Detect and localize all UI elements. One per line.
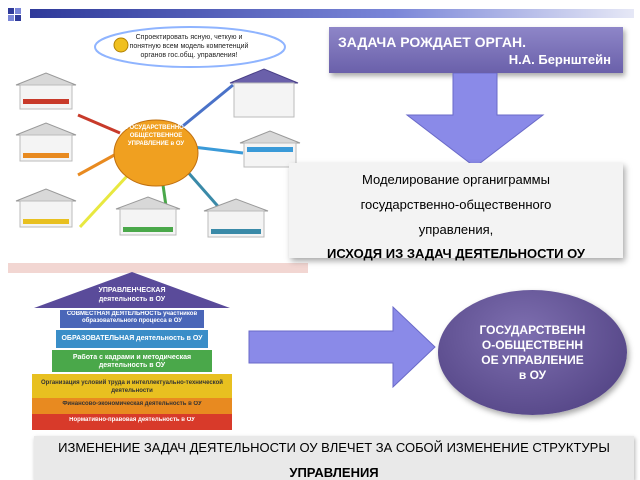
pyramid-level-3 [56,330,208,348]
pyramid-label-2: СОВМЕСТНАЯ ДЕЯТЕЛЬНОСТЬ участников образ… [66,311,198,324]
mindmap-center-label: ГОСУДАРСТВЕННО-ОБЩЕСТВЕННОЕ УПРАВЛЕНИЕ в… [126,125,186,147]
building-node-bottom-center [115,196,181,236]
building-node-top-left [15,72,77,110]
building-node-bottom-right [203,198,269,238]
pyramid-label-5: Организация условий труда и интеллектуал… [41,380,223,394]
pyramid-level-7 [32,414,232,430]
pyramid-label-6: Финансово-экономическая деятельность в О… [62,401,202,407]
modeling-line-3: управления, [418,222,494,237]
corner-square-3 [8,15,14,21]
lightbulb-icon [113,37,129,53]
quote-box: ЗАДАЧА РОЖДАЕТ ОРГАН. Н.А. Бернштейн [329,27,623,73]
pyramid-level-5 [32,374,232,398]
mindmap-red-strip [8,263,308,273]
pyramid-level-4 [52,350,212,372]
pyramid-level-2 [60,310,204,328]
quote-line-1: ЗАДАЧА РОЖДАЕТ ОРГАН. [338,34,527,50]
mindmap-diagram [8,26,308,273]
arrow-to-right [192,145,244,155]
arrow-to-bottom-left [78,173,130,229]
activity-pyramid [32,272,232,430]
pyramid-label-7: Нормативно-правовая деятельность в ОУ [69,417,195,423]
pyramid-label-4: Работа с кадрами и методическая деятельн… [72,354,192,369]
pyramid-level-6 [32,398,232,414]
arrow-to-top-right [177,83,234,132]
note-cloud [94,26,286,68]
right-arrow [248,305,436,389]
conclusion-line-1: ИЗМЕНЕНИЕ ЗАДАЧ ДЕЯТЕЛЬНОСТИ ОУ ВЛЕЧЕТ З… [58,440,610,455]
corner-square-4 [15,15,21,21]
modeling-line-2: государственно-общественного [360,197,552,212]
corner-square-2 [15,8,21,14]
governance-oval: ГОСУДАРСТВЕННО-ОБЩЕСТВЕННОЕ УПРАВЛЕНИЕ в… [438,290,627,415]
arrow-to-left [77,151,119,177]
conclusion-box: ИЗМЕНЕНИЕ ЗАДАЧ ДЕЯТЕЛЬНОСТИ ОУ ВЛЕЧЕТ З… [34,436,634,480]
conclusion-line-2: УПРАВЛЕНИЯ [289,465,379,480]
mindmap-note: Спроектировать ясную, четкую и понятную … [129,34,249,59]
pyramid-label-1: УПРАВЛЕНЧЕСКАЯ деятельность в ОУ [98,287,166,303]
arrow-to-top-left [77,113,121,135]
down-arrow [405,73,545,168]
corner-square-1 [8,8,14,14]
pyramid-roof [34,272,230,308]
modeling-line-1: Моделирование органиграммы [362,172,550,187]
header-bar [30,9,634,18]
building-node-left [15,122,77,162]
modeling-line-4: ИСХОДЯ ИЗ ЗАДАЧ ДЕЯТЕЛЬНОСТИ ОУ [327,246,585,261]
building-node-bottom-left [15,188,77,228]
modeling-box: Моделирование органиграммы государственн… [289,163,623,261]
pyramid-label-3: ОБРАЗОВАТЕЛЬНАЯ деятельность в ОУ [61,335,203,342]
mindmap-center-node [113,119,199,187]
building-node-right [239,130,301,168]
building-node-top-right [229,68,299,118]
governance-oval-text: ГОСУДАРСТВЕННО-ОБЩЕСТВЕННОЕ УПРАВЛЕНИЕ в… [479,322,586,382]
quote-author: Н.А. Бернштейн [508,52,611,67]
